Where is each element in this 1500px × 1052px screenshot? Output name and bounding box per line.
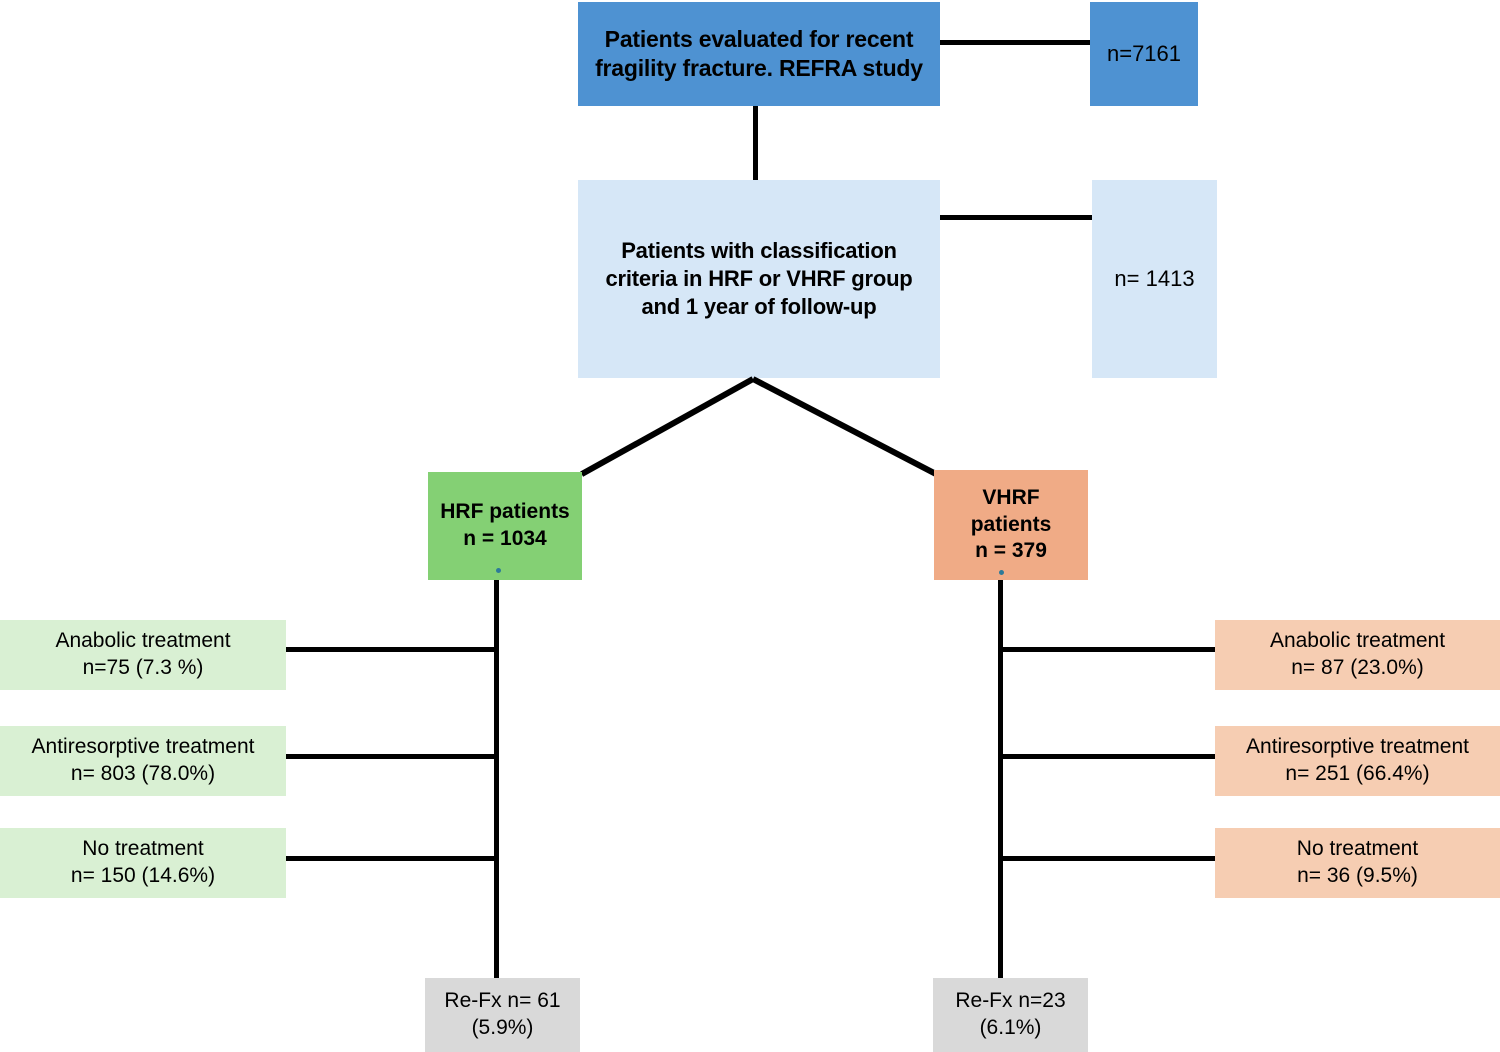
hrf-no-treatment-value: n= 150 (14.6%) — [70, 864, 216, 887]
node-vhrf-group: VHRF patients n = 379 — [934, 470, 1088, 580]
vhrf-anabolic-value: n= 87 (23.0%) — [1291, 656, 1424, 679]
node-vhrf-line3: n = 379 — [975, 539, 1047, 563]
connector-hrf-trunk — [494, 580, 499, 980]
connector-split-left — [580, 376, 755, 477]
connector-second-to-count — [940, 215, 1092, 220]
node-eligible-cohort: Patients with classification criteria in… — [578, 180, 940, 378]
vhrf-outcome-line2: (6.1%) — [979, 1016, 1042, 1039]
connector-vhrf-trunk — [998, 580, 1003, 980]
hrf-outcome-line2: (5.9%) — [471, 1016, 534, 1039]
node-top-cohort: Patients evaluated for recent fragility … — [578, 2, 940, 106]
hrf-no-treatment-label: No treatment — [82, 837, 204, 861]
node-hrf-line2: n = 1034 — [463, 527, 547, 550]
vhrf-no-treatment-label: No treatment — [1296, 837, 1419, 861]
vhrf-marker-dot — [999, 570, 1004, 575]
connector-hrf-branch-0 — [286, 647, 496, 652]
node-vhrf-anabolic: Anabolic treatment n= 87 (23.0%) — [1215, 620, 1500, 690]
hrf-antiresorptive-label: Antiresorptive treatment — [31, 735, 255, 759]
node-vhrf-outcome: Re-Fx n=23 (6.1%) — [933, 978, 1088, 1052]
node-second-line3: and 1 year of follow-up — [641, 294, 877, 320]
hrf-anabolic-label: Anabolic treatment — [55, 629, 231, 653]
vhrf-antiresorptive-label: Antiresorptive treatment — [1246, 735, 1469, 759]
node-hrf-outcome: Re-Fx n= 61 (5.9%) — [425, 978, 580, 1052]
node-second-line1: Patients with classification — [621, 237, 897, 263]
connector-top-to-second — [753, 106, 758, 182]
hrf-anabolic-value: n=75 (7.3 %) — [82, 656, 204, 679]
hrf-marker-dot — [496, 568, 501, 573]
vhrf-antiresorptive-value: n= 251 (66.4%) — [1285, 762, 1430, 785]
node-second-count: n= 1413 — [1092, 180, 1217, 378]
node-top-line1: Patients evaluated for recent — [604, 25, 914, 52]
connector-top-to-count — [940, 40, 1092, 45]
node-second-line2: criteria in HRF or VHRF group — [605, 265, 913, 291]
connector-vhrf-branch-2 — [998, 856, 1217, 861]
node-second-count-label: n= 1413 — [1114, 265, 1195, 291]
node-top-count-label: n=7161 — [1106, 40, 1182, 66]
node-vhrf-antiresorptive: Antiresorptive treatment n= 251 (66.4%) — [1215, 726, 1500, 796]
node-vhrf-line2: patients — [970, 512, 1052, 536]
hrf-outcome-line1: Re-Fx n= 61 — [444, 989, 561, 1013]
node-vhrf-line1: VHRF — [982, 485, 1040, 509]
node-hrf-group: HRF patients n = 1034 — [428, 472, 582, 580]
connector-hrf-branch-2 — [286, 856, 496, 861]
node-hrf-line1: HRF patients — [440, 500, 570, 524]
vhrf-outcome-line1: Re-Fx n=23 — [955, 989, 1066, 1013]
vhrf-anabolic-label: Anabolic treatment — [1269, 629, 1446, 653]
vhrf-no-treatment-value: n= 36 (9.5%) — [1297, 864, 1418, 887]
node-hrf-anabolic: Anabolic treatment n=75 (7.3 %) — [0, 620, 286, 690]
node-vhrf-no-treatment: No treatment n= 36 (9.5%) — [1215, 828, 1500, 898]
connector-hrf-branch-1 — [286, 754, 496, 759]
connector-vhrf-branch-0 — [998, 647, 1217, 652]
node-top-line2: fragility fracture. REFRA study — [595, 55, 923, 81]
node-hrf-no-treatment: No treatment n= 150 (14.6%) — [0, 828, 286, 898]
node-hrf-antiresorptive: Antiresorptive treatment n= 803 (78.0%) — [0, 726, 286, 796]
hrf-antiresorptive-value: n= 803 (78.0%) — [70, 762, 216, 785]
connector-split-right — [751, 376, 938, 477]
node-top-count: n=7161 — [1090, 2, 1198, 106]
connector-vhrf-branch-1 — [998, 754, 1217, 759]
